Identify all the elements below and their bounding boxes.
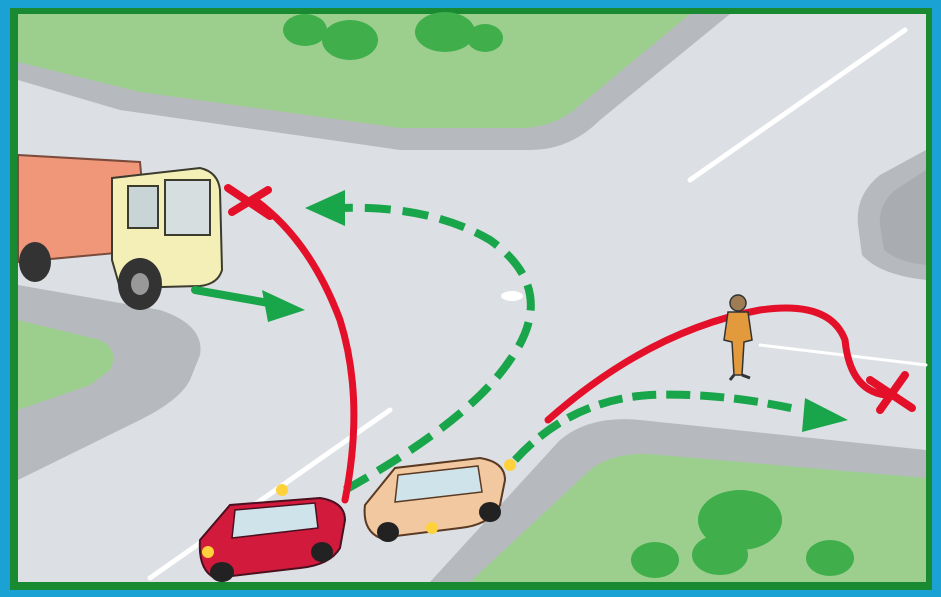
truck-windshield <box>165 180 210 235</box>
tree <box>322 20 378 60</box>
tree <box>467 24 503 52</box>
tree <box>692 535 748 575</box>
truck-hub <box>131 273 149 295</box>
truck-wheel <box>19 242 51 282</box>
tree <box>631 542 679 578</box>
manhole <box>501 291 523 301</box>
tree <box>806 540 854 576</box>
tree <box>283 14 327 46</box>
tree <box>415 12 475 52</box>
truck-window <box>128 186 158 228</box>
